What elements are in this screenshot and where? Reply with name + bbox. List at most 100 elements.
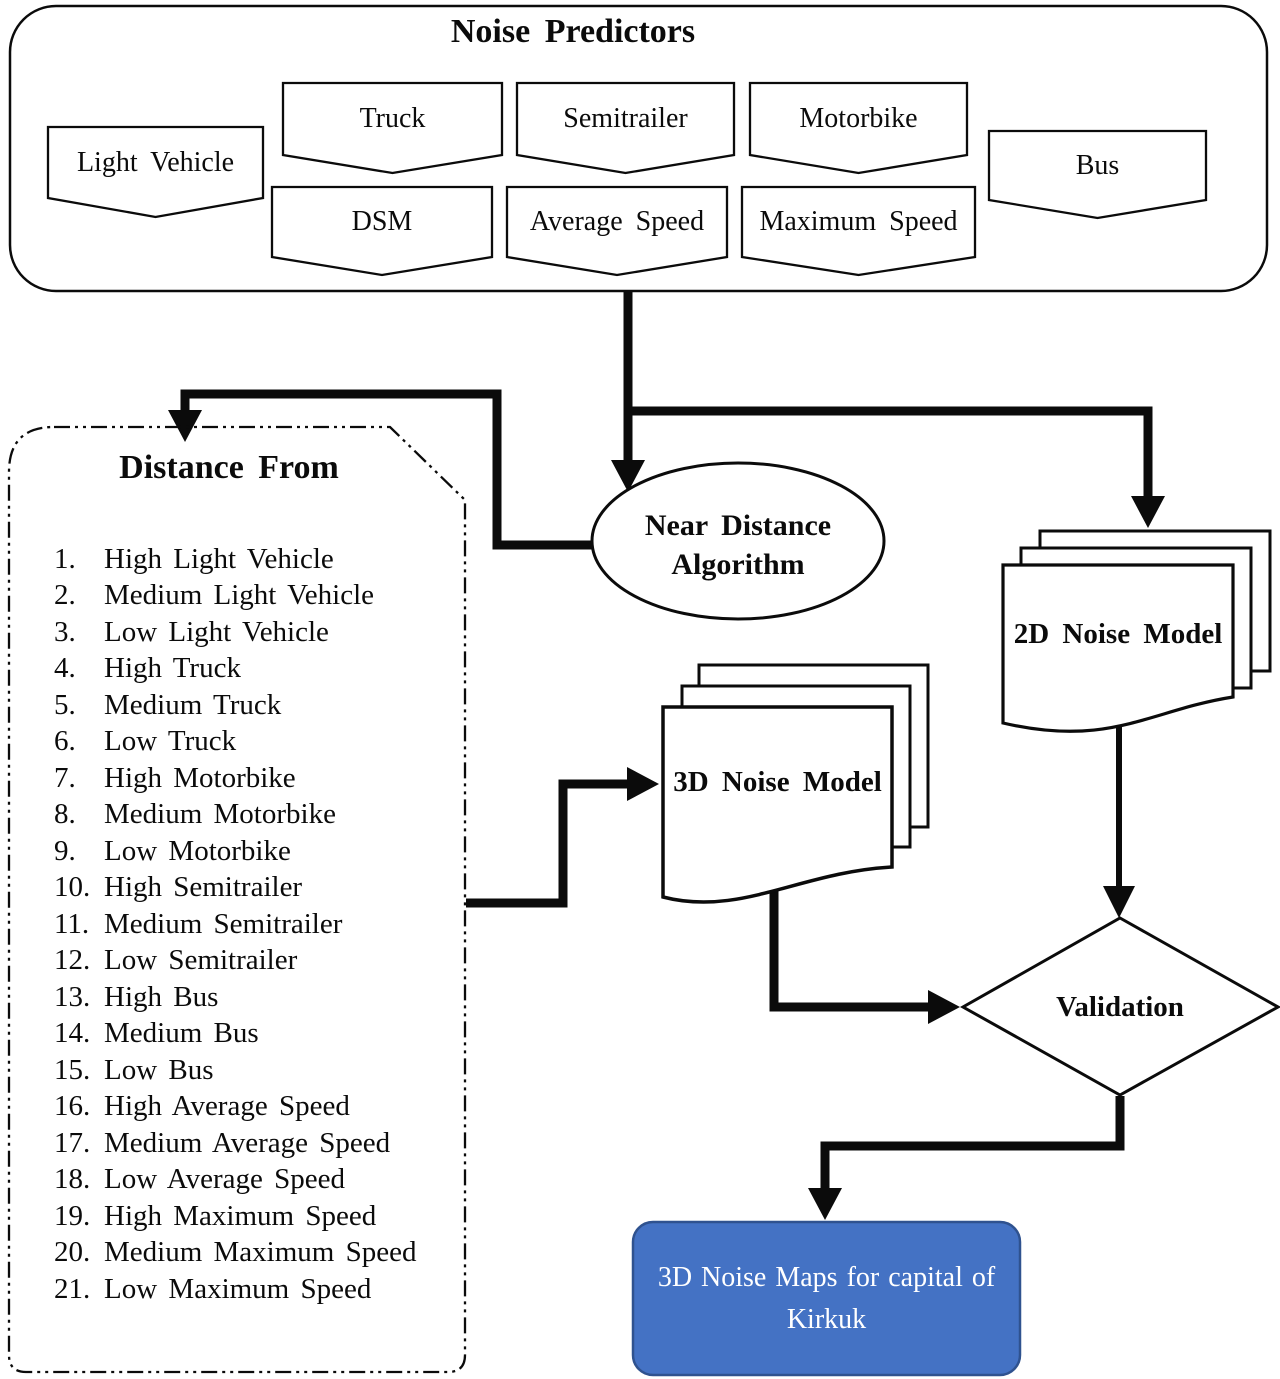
list-item-number: 16. (54, 1090, 91, 1123)
validation-label: Validation (1056, 990, 1184, 1023)
list-item-number: 21. (54, 1272, 91, 1305)
list-item-number: 1. (54, 542, 76, 575)
bus-shape (987, 129, 1208, 220)
list-item-text: Low Average Speed (104, 1163, 345, 1196)
list-item-text: Low Truck (104, 725, 237, 758)
output-label: 3D Noise Maps for capital of Kirkuk (657, 1262, 996, 1335)
list-item-number: 14. (54, 1017, 91, 1050)
list-item-number: 2. (54, 579, 76, 612)
arrowhead-into-output (808, 1188, 842, 1220)
list-item-number: 5. (54, 688, 76, 721)
motorbike-label: Motorbike (799, 103, 918, 135)
bus-label: Bus (1075, 149, 1120, 181)
near-distance-algorithm-label: Near Distance Algorithm (644, 509, 832, 581)
list-item-text: Medium Light Vehicle (104, 579, 375, 612)
list-item-text: High Truck (104, 652, 241, 685)
list-item: 7. High Motorbike (54, 760, 454, 797)
list-item-text: Low Bus (104, 1053, 214, 1086)
list-item-text: Medium Motorbike (104, 798, 336, 831)
list-item: 13. High Bus (54, 979, 454, 1016)
arrowhead-into-distance-box (168, 410, 202, 442)
list-item: 11. Medium Semitrailer (54, 906, 454, 943)
2d-noise-model-stack (1001, 529, 1272, 733)
list-item-number: 10. (54, 871, 91, 904)
list-item-text: High Semitrailer (104, 871, 303, 904)
list-item-number: 13. (54, 980, 91, 1013)
list-item: 18. Low Average Speed (54, 1162, 454, 1199)
arrow-validation-to-output (820, 1096, 1125, 1188)
3d-noise-model-stack (661, 663, 930, 904)
list-item-number: 18. (54, 1163, 91, 1196)
list-item-text: Medium Semitrailer (104, 907, 343, 940)
list-item: 21. Low Maximum Speed (54, 1271, 454, 1308)
arrowhead-into-3d-model (627, 767, 659, 801)
list-item-number: 12. (54, 944, 91, 977)
validation-diamond (959, 916, 1280, 1097)
list-item-text: Low Maximum Speed (104, 1272, 372, 1305)
arrow-predictors-to-2d-model (628, 406, 1153, 496)
semitrailer-label: Semitrailer (563, 103, 688, 135)
list-item-text: High Light Vehicle (104, 542, 334, 575)
diagram-title: Noise Predictors (450, 12, 696, 50)
list-item-number: 8. (54, 798, 76, 831)
truck-shape (281, 81, 504, 175)
list-item: 20.Medium Maximum Speed (54, 1235, 454, 1272)
document-sheet-front-3d (661, 705, 894, 904)
list-item: 17.Medium Average Speed (54, 1125, 454, 1162)
list-item-number: 20. (54, 1236, 91, 1269)
list-item-text: Medium Truck (104, 688, 282, 721)
2d-noise-model-label: 2D Noise Model (1013, 617, 1223, 650)
motorbike-shape (748, 81, 969, 175)
document-sheet-front-2d (1001, 563, 1235, 733)
list-item: 10. High Semitrailer (54, 870, 454, 907)
list-item: 16. High Average Speed (54, 1089, 454, 1126)
dsm-shape (270, 185, 494, 277)
distance-from-title: Distance From (119, 448, 339, 486)
list-item-text: High Maximum Speed (104, 1199, 377, 1232)
list-item-number: 3. (54, 615, 76, 648)
distance-from-box-outline (7, 425, 467, 1374)
list-item: 14. Medium Bus (54, 1016, 454, 1053)
list-item-number: 7. (54, 761, 76, 794)
list-item: 3. Low Light Vehicle (54, 614, 454, 651)
list-item: 12. Low Semitrailer (54, 943, 454, 980)
list-item: 2. Medium Light Vehicle (54, 578, 454, 615)
list-item-text: Low Motorbike (104, 834, 291, 867)
list-item: 8. Medium Motorbike (54, 797, 454, 834)
list-item-text: High Average Speed (104, 1090, 350, 1123)
output-box (631, 1220, 1022, 1377)
dsm-label: DSM (351, 206, 413, 238)
connector-lines (180, 292, 1153, 1188)
list-item: 9. Low Motorbike (54, 833, 454, 870)
arrow-algorithm-to-distance-box (180, 389, 592, 550)
arrowhead-into-2d-model (1131, 496, 1165, 528)
list-item-number: 9. (54, 834, 76, 867)
semitrailer-shape (515, 81, 736, 175)
light-vehicle-label: Light Vehicle (76, 146, 235, 178)
near-distance-algorithm-ellipse (590, 461, 886, 621)
arrowhead-into-validation-top (1103, 886, 1135, 918)
list-item-text: High Motorbike (104, 761, 296, 794)
maximum-speed-label: Maximum Speed (759, 206, 958, 238)
list-item-text: Medium Bus (104, 1017, 259, 1050)
list-item: 6.Low Truck (54, 724, 454, 761)
list-item: 15.Low Bus (54, 1052, 454, 1089)
list-item: 5. Medium Truck (54, 687, 454, 724)
arrow-distance-box-to-3d-model (466, 779, 627, 908)
list-item-text: Medium Average Speed (104, 1126, 391, 1159)
average-speed-label: Average Speed (529, 206, 705, 238)
arrow-3d-model-to-validation (769, 882, 928, 1012)
list-item-text: Low Semitrailer (104, 944, 298, 977)
list-item-text: High Bus (104, 980, 219, 1013)
maximum-speed-shape (740, 185, 977, 277)
3d-noise-model-label: 3D Noise Model (673, 765, 882, 798)
distance-from-list: 1. High Light Vehicle 2. Medium Light Vehi… (54, 541, 454, 1308)
arrowhead-into-validation-left (928, 990, 960, 1024)
list-item-number: 11. (54, 907, 90, 940)
list-item-number: 4. (54, 652, 76, 685)
list-item: 19.High Maximum Speed (54, 1198, 454, 1235)
list-item-text: Low Light Vehicle (104, 615, 329, 648)
arrowheads (168, 410, 1165, 1220)
